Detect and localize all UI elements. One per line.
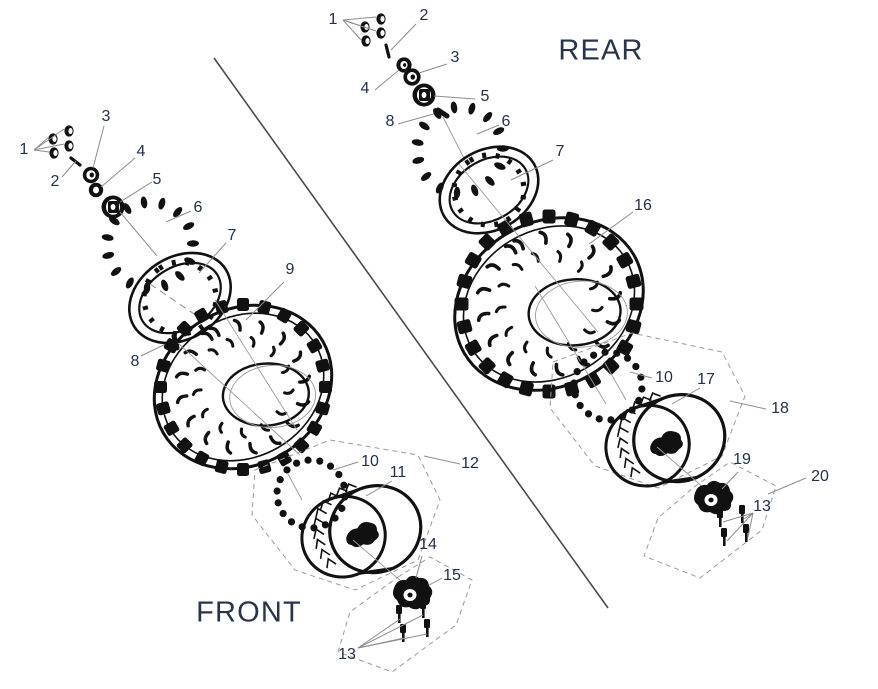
front-part-3-castle-nut — [82, 125, 105, 184]
front-part-9-tire — [152, 298, 334, 476]
callout-rear-3: 3 — [451, 49, 460, 66]
rear-part-3-castle-nut — [403, 63, 448, 86]
front-lead-10 — [332, 461, 359, 471]
callout-rear-6: 6 — [502, 113, 511, 130]
callout-front-14: 14 — [419, 536, 437, 553]
callout-front-2: 2 — [51, 173, 60, 190]
front-lead-6 — [165, 210, 192, 223]
callout-rear-1: 1 — [329, 11, 338, 28]
callout-front-5: 5 — [153, 171, 162, 188]
front-lead-5b — [119, 211, 158, 257]
rear-group-18-outline — [549, 332, 746, 489]
rear-part-19-hub — [694, 480, 734, 515]
section-title-rear: REAR — [558, 35, 643, 67]
callout-front-10: 10 — [361, 453, 379, 470]
rear-group-20-outline — [643, 461, 777, 579]
rear-part-13-studs — [717, 505, 754, 546]
callout-rear-10: 10 — [655, 369, 673, 386]
rear-assembly — [342, 13, 807, 579]
rear-lead-17 — [671, 387, 701, 405]
front-assembly — [33, 125, 473, 673]
callout-front-11: 11 — [390, 464, 407, 481]
front-rear-divider — [213, 57, 609, 609]
front-lead-11 — [365, 480, 393, 497]
rear-part-17-rim — [604, 392, 727, 488]
callout-labels: 1 2 3 4 5 6 7 8 9 10 11 12 13 14 15 1 2 … — [20, 7, 829, 663]
front-tire-axis-2 — [214, 299, 298, 431]
rear-part-8-valve-stem — [397, 107, 450, 125]
front-lead-12 — [423, 455, 461, 465]
callout-rear-17: 17 — [697, 371, 715, 388]
callout-front-4: 4 — [137, 143, 146, 160]
callout-rear-7: 7 — [556, 143, 565, 160]
callout-rear-5: 5 — [481, 88, 490, 105]
callout-front-7: 7 — [228, 227, 237, 244]
rear-lead-20 — [767, 477, 807, 495]
front-group-15-outline — [337, 556, 473, 673]
front-part-4-washer — [88, 157, 136, 198]
callout-front-15: 15 — [443, 567, 461, 584]
rear-lead-10 — [629, 371, 653, 379]
rear-oring-axis — [604, 362, 627, 401]
front-part-5-hub — [101, 181, 153, 219]
callout-rear-8: 8 — [386, 113, 395, 130]
rear-part-4-washer — [374, 57, 412, 91]
rear-part-1-lug-nuts — [342, 13, 386, 47]
front-part-13-studs — [357, 600, 430, 649]
front-lead-9 — [245, 281, 285, 321]
rear-tire-axis — [458, 163, 599, 333]
rear-part-2-pin — [384, 23, 417, 59]
front-part-6-bolt-ring — [101, 196, 199, 294]
callout-rear-13: 13 — [753, 498, 771, 515]
rear-part-5-hub — [412, 83, 476, 107]
callout-front-13: 13 — [338, 646, 356, 663]
callout-rear-16: 16 — [634, 197, 652, 214]
callout-front-8: 8 — [131, 353, 140, 370]
front-part-14-hub — [393, 575, 433, 610]
rear-lead-18 — [729, 400, 767, 410]
callout-rear-2: 2 — [420, 7, 429, 24]
front-part-1-lug-nuts — [33, 125, 74, 159]
rear-tire-axis-2 — [534, 285, 607, 405]
front-part-7-beadlock-ring — [128, 242, 232, 345]
front-group-12-outline — [251, 439, 441, 591]
callout-front-12: 12 — [461, 455, 479, 472]
front-rim-axis — [352, 539, 409, 588]
callout-front-3: 3 — [102, 108, 111, 125]
rear-part-16-tire — [453, 209, 645, 399]
front-oring-axis — [287, 473, 303, 501]
front-part-2-pin — [61, 156, 82, 178]
front-lead-14 — [415, 555, 423, 579]
rear-lead-6 — [476, 124, 500, 135]
front-tire-axis — [177, 342, 301, 456]
callout-front-9: 9 — [286, 261, 295, 278]
rear-lead-16 — [588, 211, 634, 245]
callout-rear-4: 4 — [361, 80, 370, 97]
section-title-front: FRONT — [196, 597, 302, 629]
rear-part-7-beadlock-ring — [438, 145, 554, 235]
callout-rear-20: 20 — [811, 468, 829, 485]
callout-front-1: 1 — [20, 141, 29, 158]
rear-lead-19 — [721, 471, 739, 490]
callout-front-6: 6 — [194, 199, 203, 216]
callout-rear-18: 18 — [771, 400, 789, 417]
callout-rear-19: 19 — [733, 451, 751, 468]
